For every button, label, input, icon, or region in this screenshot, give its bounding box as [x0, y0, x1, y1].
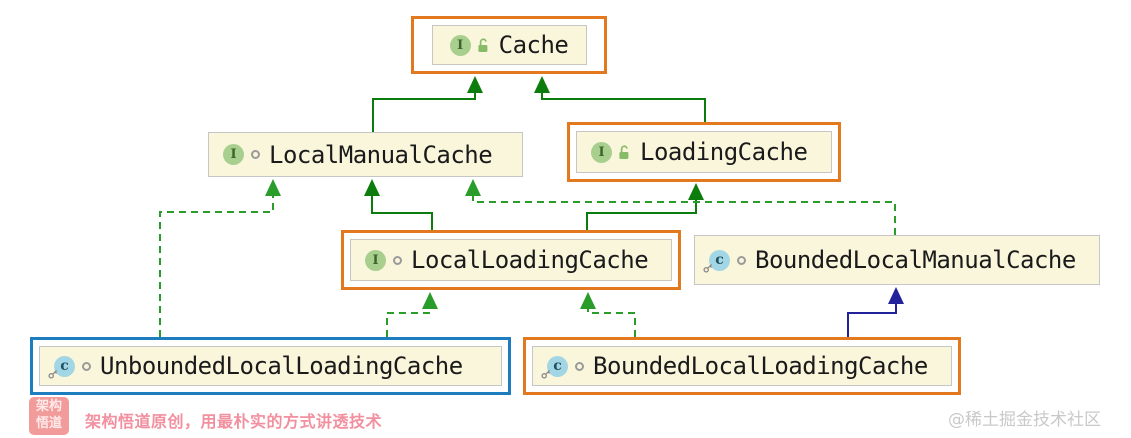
- node-bounded-local-loading-cache[interactable]: c BoundedLocalLoadingCache: [523, 337, 961, 395]
- key-icon: [541, 369, 551, 379]
- node-local-manual-cache[interactable]: I LocalManualCache: [208, 132, 523, 177]
- edge-localmanualcache-extends-cache: [372, 76, 483, 132]
- node-bounded-local-manual-cache[interactable]: c BoundedLocalManualCache: [694, 235, 1100, 285]
- node-label: LoadingCache: [640, 138, 808, 166]
- edge-boundedlocalloadingcache-implements-localloadingcache: [580, 292, 636, 337]
- node-label: LocalLoadingCache: [411, 246, 649, 274]
- open-lock-icon: [619, 144, 629, 159]
- package-visibility-icon: [251, 150, 260, 159]
- interface-letter: I: [230, 147, 237, 162]
- edge-unboundedlocalloadingcache-implements-localmanualcache: [159, 179, 281, 337]
- class-icon: c: [703, 249, 730, 273]
- edge-loadingcache-extends-cache: [534, 76, 706, 122]
- node-label: Cache: [498, 31, 569, 59]
- edge-unboundedlocalloadingcache-implements-localloadingcache: [386, 292, 438, 337]
- edge-boundedlocalmanualcache-implements-localmanualcache: [465, 179, 896, 235]
- key-icon: [703, 263, 713, 273]
- node-label: BoundedLocalManualCache: [755, 246, 1076, 274]
- badge-line2: 悟道: [35, 416, 62, 431]
- node-label: UnboundedLocalLoadingCache: [100, 352, 463, 380]
- class-letter: c: [60, 358, 69, 374]
- interface-letter: I: [457, 37, 464, 53]
- interface-icon: I: [365, 249, 386, 271]
- node-cache[interactable]: I Cache: [411, 16, 607, 74]
- watermark-badge: 架构 悟道: [29, 397, 69, 435]
- key-icon: [48, 369, 58, 379]
- watermark-left-text: 架构悟道原创，用最朴实的方式讲透技术: [85, 412, 383, 431]
- edge-localloadingcache-extends-localmanualcache: [364, 179, 433, 230]
- open-lock-icon: [478, 37, 488, 52]
- package-visibility-icon: [82, 361, 91, 371]
- class-letter: c: [553, 358, 562, 374]
- node-unbounded-local-loading-cache[interactable]: c UnboundedLocalLoadingCache: [30, 337, 511, 395]
- package-visibility-icon: [737, 255, 746, 265]
- node-local-loading-cache[interactable]: I LocalLoadingCache: [341, 230, 681, 290]
- package-visibility-icon: [575, 361, 584, 371]
- edge-boundedlocalloadingcache-extends-boundedlocalmanualcache: [847, 287, 904, 337]
- package-visibility-icon: [393, 255, 402, 265]
- class-icon: c: [541, 355, 568, 379]
- class-letter: c: [715, 252, 724, 268]
- interface-icon: I: [223, 144, 244, 165]
- node-label: BoundedLocalLoadingCache: [593, 352, 928, 380]
- node-label: LocalManualCache: [269, 140, 493, 169]
- node-loading-cache[interactable]: I LoadingCache: [567, 122, 841, 182]
- edge-localloadingcache-extends-loadingcache: [586, 183, 704, 230]
- watermark-right-text: @稀土掘金技术社区: [948, 410, 1101, 430]
- interface-icon: I: [449, 34, 471, 56]
- class-icon: c: [48, 355, 75, 379]
- interface-letter: I: [372, 252, 379, 268]
- interface-icon: I: [591, 141, 612, 163]
- badge-line1: 架构: [35, 399, 62, 415]
- interface-letter: I: [598, 144, 605, 160]
